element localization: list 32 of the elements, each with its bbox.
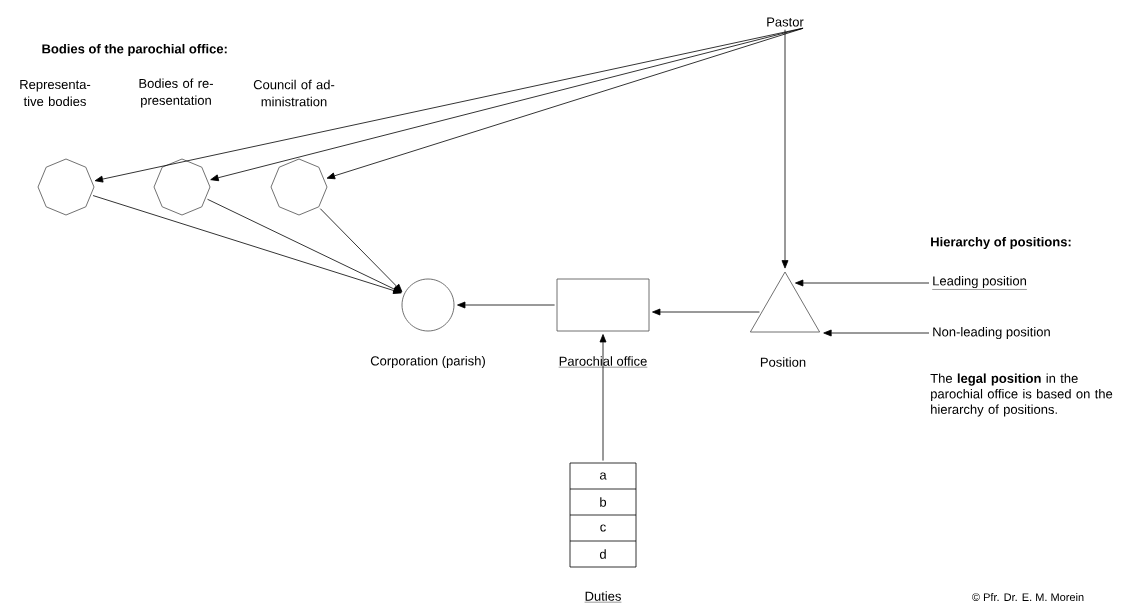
node-label: Non-leading position (933, 326, 1050, 340)
arrow (326, 27, 804, 180)
octagon (270, 158, 328, 216)
arrow (823, 329, 930, 337)
arrow (457, 301, 555, 309)
octagon-label: Council of ad- ministration (253, 79, 335, 107)
note-text: The legal position in the parochial office is based on the hierarchy of positions. (930, 373, 1113, 417)
table-caption: Duties (584, 591, 622, 603)
node-label: b (600, 497, 607, 507)
node-label: a (599, 472, 607, 480)
node-label: Parochial office (558, 356, 648, 368)
node-label: Position (760, 357, 806, 367)
node-label: d (599, 549, 606, 559)
octagon-label: Bodies of re- presentation (139, 78, 213, 108)
arrow (599, 334, 607, 461)
duties-table: a b c d (569, 462, 637, 568)
section-heading: Hierarchy of positions: (931, 236, 1071, 250)
node-label: Pastor (767, 17, 804, 27)
octagon-label: Representa- tive bodies (20, 79, 91, 107)
arrow (319, 208, 403, 293)
arrow (652, 308, 760, 316)
arrow (781, 29, 789, 269)
heading: Bodies of the parochial office: (42, 43, 227, 57)
arrow (207, 198, 402, 293)
copyright-note: © Pfr. Dr. E. M. Morein (972, 592, 1084, 602)
arrow (795, 279, 930, 287)
octagon (153, 158, 211, 216)
octagon (37, 158, 95, 216)
node-label: c (600, 524, 606, 532)
arrow (92, 195, 402, 294)
node-label: Corporation (parish) (370, 355, 485, 369)
node-label: Leading position (932, 275, 1028, 290)
